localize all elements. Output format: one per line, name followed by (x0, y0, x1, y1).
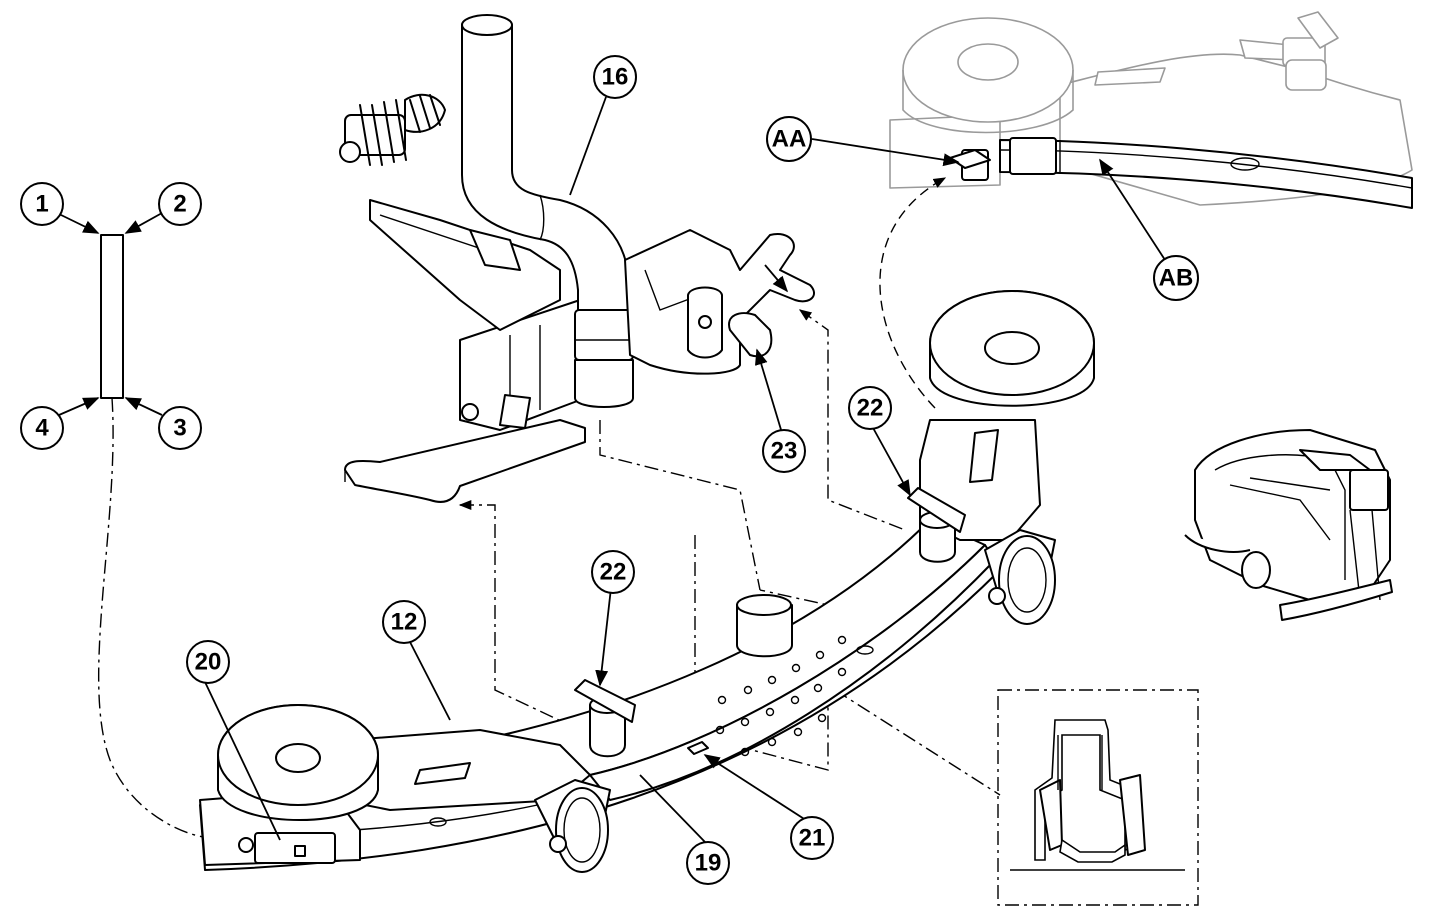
callout-2: 2 (158, 182, 202, 226)
frame-holes (429, 635, 874, 827)
hose-routing-line (98, 397, 211, 839)
callout-20: 20 (186, 640, 230, 684)
section-leader-line (834, 689, 1001, 796)
callout-3: 3 (158, 406, 202, 450)
svg-text:12: 12 (391, 609, 418, 636)
callout-AA: AA (766, 116, 812, 162)
cross-section-detail (997, 689, 1199, 906)
svg-text:3: 3 (173, 415, 186, 442)
svg-text:22: 22 (600, 559, 627, 586)
right-knob-alignment-line (798, 309, 906, 531)
callout-1: 1 (20, 182, 64, 226)
knob-left (574, 679, 636, 758)
svg-text:19: 19 (695, 850, 722, 877)
svg-text:16: 16 (602, 64, 629, 91)
callout-23: 23 (762, 429, 806, 473)
callout-22-left: 22 (591, 550, 635, 594)
svg-text:2: 2 (173, 191, 186, 218)
spring-coil (339, 93, 446, 166)
svg-text:20: 20 (195, 649, 222, 676)
callout-AB: AB (1153, 255, 1199, 301)
callout-21: 21 (790, 816, 834, 860)
svg-text:AA: AA (772, 126, 807, 153)
upper-bracket-assembly (339, 14, 815, 503)
callout-4: 4 (20, 406, 64, 450)
callout-12: 12 (382, 600, 426, 644)
machine-thumbnail (1184, 429, 1393, 621)
callout-22-right: 22 (848, 386, 892, 430)
hose-strip (100, 234, 124, 399)
svg-text:1: 1 (35, 191, 48, 218)
detail-view-squeegee-mount (889, 11, 1413, 209)
svg-text:AB: AB (1159, 265, 1194, 292)
svg-text:21: 21 (799, 825, 826, 852)
callout-19: 19 (686, 841, 730, 885)
detail-reference-arrow (879, 177, 947, 409)
knob-right (907, 487, 966, 563)
svg-text:22: 22 (857, 395, 884, 422)
left-knob-alignment-line (458, 499, 581, 731)
squeegee-frame (199, 290, 1095, 873)
section-plane (694, 535, 829, 771)
callout-16: 16 (593, 55, 637, 99)
leader-lines (58, 96, 1168, 843)
svg-text:4: 4 (35, 415, 49, 442)
svg-text:23: 23 (771, 438, 798, 465)
